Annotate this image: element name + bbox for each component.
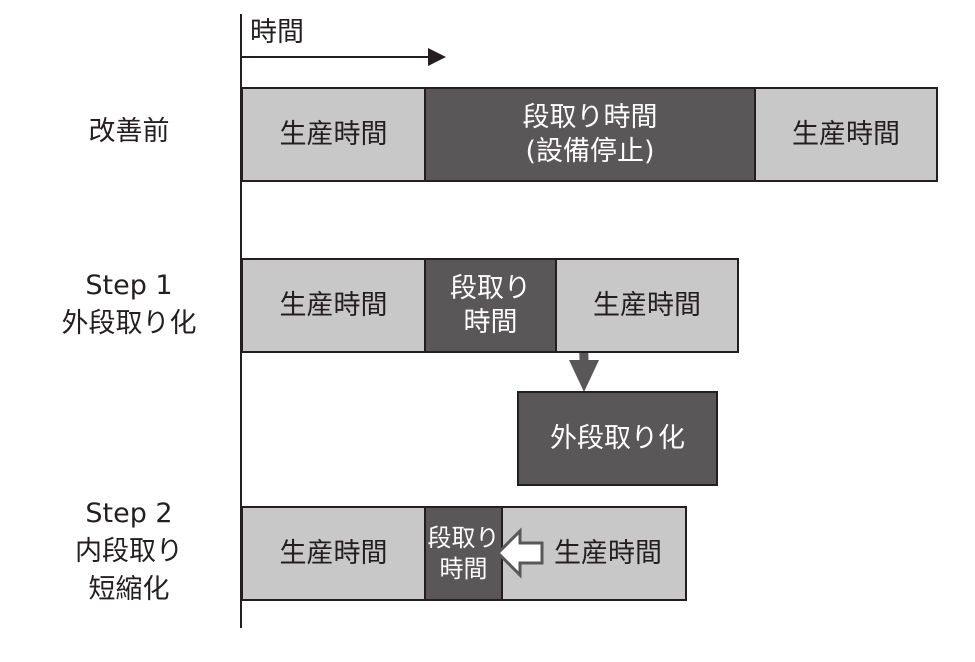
external-setup-text: 外段取り化	[550, 422, 685, 454]
before-production-block-2: 生産時間	[754, 87, 938, 182]
step2-setup-text-1: 段取り	[427, 523, 500, 552]
time-arrow-head	[428, 48, 446, 66]
step1-production-block-1: 生産時間	[241, 258, 426, 353]
step2-production-block-1: 生産時間	[241, 506, 426, 601]
row-label-step1: Step 1 外段取り化	[24, 267, 234, 343]
step2-setup-block: 段取り 時間	[424, 506, 503, 601]
row-label-before-text: 改善前	[88, 116, 170, 147]
row-label-step2: Step 2 内段取り 短縮化	[24, 495, 234, 609]
row-label-step1-line2: 外段取り化	[61, 308, 197, 339]
row-label-step2-line2: 内段取り	[75, 536, 183, 567]
external-setup-arrow-head	[569, 360, 599, 392]
row-label-step1-line1: Step 1	[85, 270, 173, 301]
before-setup-block: 段取り時間 (設備停止)	[424, 87, 756, 182]
step1-setup-block: 段取り 時間	[424, 258, 557, 353]
step1-production-text-2: 生産時間	[593, 289, 701, 321]
step1-production-block-2: 生産時間	[555, 258, 739, 353]
external-setup-block: 外段取り化	[517, 391, 718, 486]
step2-production-text-2: 生産時間	[554, 537, 662, 569]
step1-setup-text-1: 段取り	[450, 272, 531, 304]
row-label-before: 改善前	[24, 113, 234, 151]
before-production-text-1: 生産時間	[279, 118, 388, 150]
before-production-block-1: 生産時間	[241, 87, 426, 182]
before-setup-text-2: (設備停止)	[525, 135, 655, 167]
row-label-step2-line1: Step 2	[85, 498, 173, 529]
step1-setup-text-2: 時間	[463, 306, 518, 338]
before-production-text-2: 生産時間	[792, 118, 900, 150]
step2-production-block-2: 生産時間	[501, 506, 687, 601]
row-label-step2-line3: 短縮化	[88, 574, 170, 605]
step2-production-text-1: 生産時間	[279, 537, 388, 569]
before-setup-text-1: 段取り時間	[522, 101, 658, 133]
step2-setup-text-2: 時間	[439, 554, 488, 583]
step1-production-text-1: 生産時間	[279, 289, 388, 321]
time-axis-label: 時間	[250, 17, 304, 48]
